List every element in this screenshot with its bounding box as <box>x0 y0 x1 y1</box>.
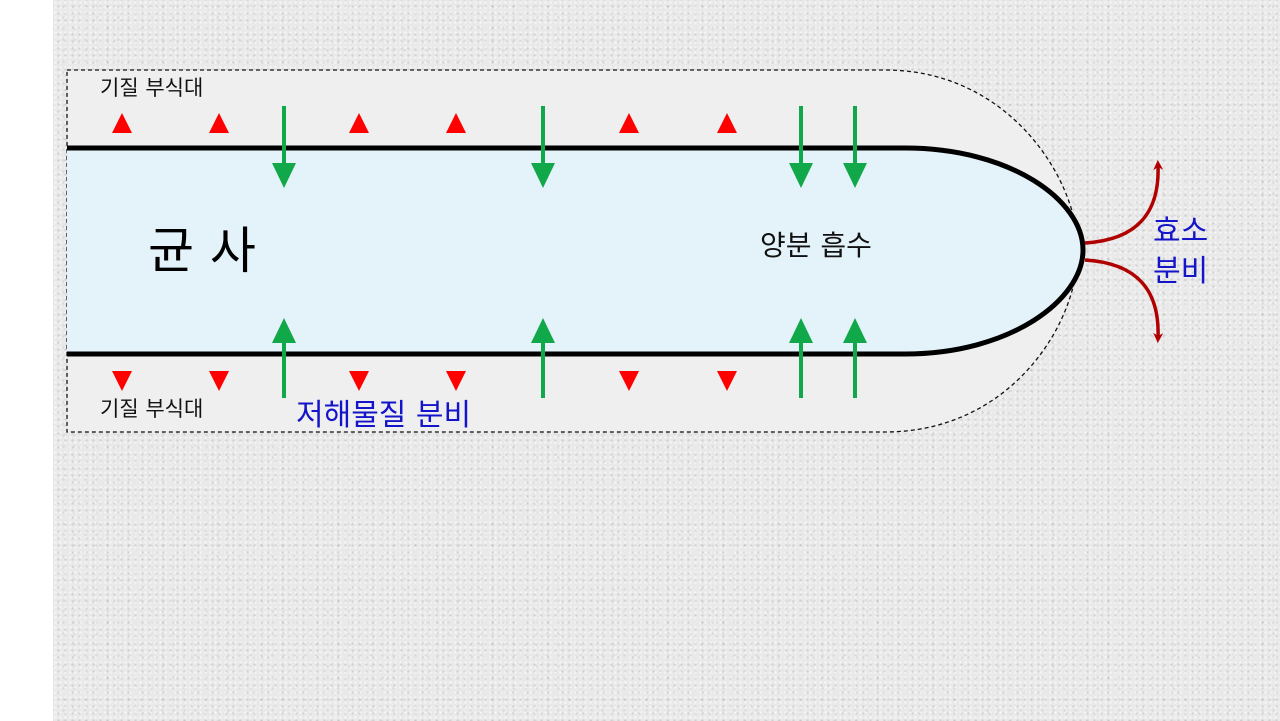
green-arrow-icon <box>272 318 296 398</box>
red-triangle-icon <box>349 113 369 133</box>
red-triangle-icon <box>112 113 132 133</box>
green-arrow-icon <box>531 318 555 398</box>
red-triangle-icon <box>349 371 369 391</box>
inhibitor-secretion-label: 저해물질 분비 <box>296 398 472 433</box>
red-triangle-icon <box>619 113 639 133</box>
hypha-body <box>67 148 1083 354</box>
green-arrow-icon <box>789 318 813 398</box>
green-arrow-icon <box>531 106 555 188</box>
green-arrow-icon <box>789 106 813 188</box>
curved-red-arrow-icon <box>1084 160 1164 245</box>
red-triangle-icon <box>619 371 639 391</box>
red-triangle-icon <box>112 371 132 391</box>
green-arrow-icon <box>272 106 296 188</box>
enzyme-label-line1: 효소 <box>1153 214 1209 249</box>
hypha-label: 균 사 <box>148 222 256 280</box>
red-triangle-icon <box>446 113 466 133</box>
red-triangle-icon <box>717 371 737 391</box>
enzyme-label-line2: 분비 <box>1153 254 1209 289</box>
substrate-zone-label-top: 기질 부식대 <box>100 76 204 100</box>
green-arrow-icon <box>843 106 867 188</box>
hypha-wall <box>67 145 1086 357</box>
red-triangle-icon <box>717 113 737 133</box>
red-triangle-icon <box>209 113 229 133</box>
red-triangle-icon <box>446 371 466 391</box>
green-arrow-icon <box>843 318 867 398</box>
nutrient-uptake-label: 양분 흡수 <box>760 229 872 262</box>
curved-red-arrow-icon <box>1084 258 1164 343</box>
red-triangle-icon <box>209 371 229 391</box>
substrate-zone-label-bottom: 기질 부식대 <box>100 397 204 421</box>
